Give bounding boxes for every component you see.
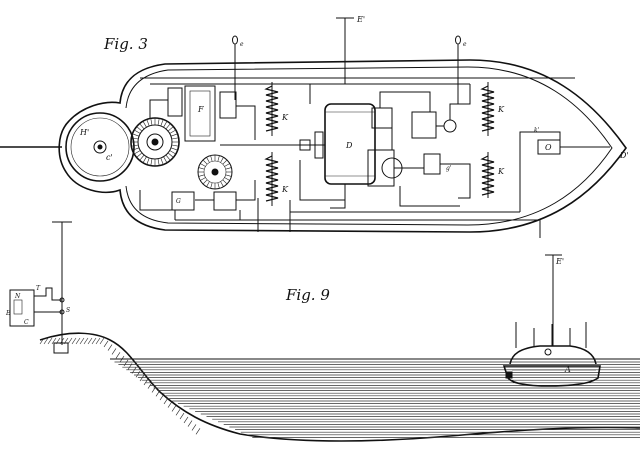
svg-text:K: K bbox=[281, 113, 289, 122]
rudder-wheel bbox=[65, 112, 135, 182]
coil-k-lower-right: K bbox=[480, 152, 505, 198]
svg-text:e: e bbox=[240, 41, 244, 48]
label-shore-e: E bbox=[5, 310, 11, 317]
hull-inner-outline bbox=[125, 66, 613, 226]
shore-wire-a bbox=[34, 287, 62, 301]
svg-text:E': E' bbox=[356, 15, 365, 24]
switch-box-top bbox=[371, 107, 393, 129]
coil-k-lower-left: K bbox=[264, 152, 289, 206]
svg-text:K: K bbox=[497, 167, 505, 176]
rudder-hub bbox=[93, 140, 107, 154]
label-rudder: H' bbox=[79, 128, 89, 137]
fig3-title: Fig. 3 bbox=[103, 35, 148, 53]
svg-text:K: K bbox=[281, 185, 289, 194]
label-shore-pole: T bbox=[36, 285, 41, 292]
label-relay-left: G bbox=[176, 198, 181, 205]
svg-text:K: K bbox=[497, 105, 505, 114]
label-shore-c: C bbox=[24, 319, 29, 326]
fig3-boat-diagram: Fig. 3 H' c' F G bbox=[0, 15, 629, 238]
relay-box-top bbox=[411, 111, 437, 139]
gear-teeth bbox=[131, 118, 179, 166]
relay-box-left bbox=[171, 191, 195, 211]
fig9-diagram: Fig. 9 E N C T S A bbox=[5, 221, 640, 442]
label-drum: D bbox=[345, 141, 353, 150]
label-boat-a: A bbox=[564, 365, 571, 374]
coil-k-upper-right: K bbox=[480, 82, 505, 136]
motor-f bbox=[184, 85, 216, 142]
hull-outline bbox=[58, 59, 627, 233]
svg-text:E': E' bbox=[555, 257, 564, 266]
label-shore-s: S bbox=[66, 307, 70, 314]
relay-box-small bbox=[423, 153, 441, 175]
lower-gear-teeth bbox=[198, 155, 232, 189]
shore-box-n bbox=[9, 289, 35, 327]
label-bow-box: O bbox=[545, 143, 552, 152]
aerial-top-left: e bbox=[232, 35, 244, 48]
shoreline bbox=[39, 332, 640, 442]
water-lines bbox=[114, 361, 640, 438]
switch-box-upper bbox=[219, 91, 237, 119]
label-shore-box: N bbox=[14, 293, 21, 300]
aerial-top-center: E' bbox=[336, 15, 365, 24]
fig9-title: Fig. 9 bbox=[285, 286, 330, 304]
shoreline-hatching bbox=[39, 337, 201, 435]
drum-d bbox=[324, 103, 376, 185]
aerial-top-right: e bbox=[455, 35, 467, 48]
coil-k-upper-left: K bbox=[264, 82, 289, 136]
relay-box-mid bbox=[213, 191, 237, 211]
relay-box-mid-right bbox=[367, 149, 395, 187]
shore-ground-plate bbox=[53, 342, 69, 354]
wiring bbox=[139, 18, 610, 238]
rudder-wheel-inner bbox=[70, 117, 130, 177]
label-relay-right: g' bbox=[446, 165, 452, 172]
label-bow-tip: D' bbox=[619, 151, 629, 160]
label-bow-wire: k' bbox=[534, 127, 540, 134]
svg-text:e: e bbox=[463, 41, 467, 48]
label-motor: F bbox=[197, 105, 204, 114]
boat-aerial: E' bbox=[545, 254, 564, 346]
motor-brush-box bbox=[167, 87, 183, 117]
boat-a: A bbox=[502, 322, 601, 387]
label-gear: c' bbox=[106, 153, 113, 162]
